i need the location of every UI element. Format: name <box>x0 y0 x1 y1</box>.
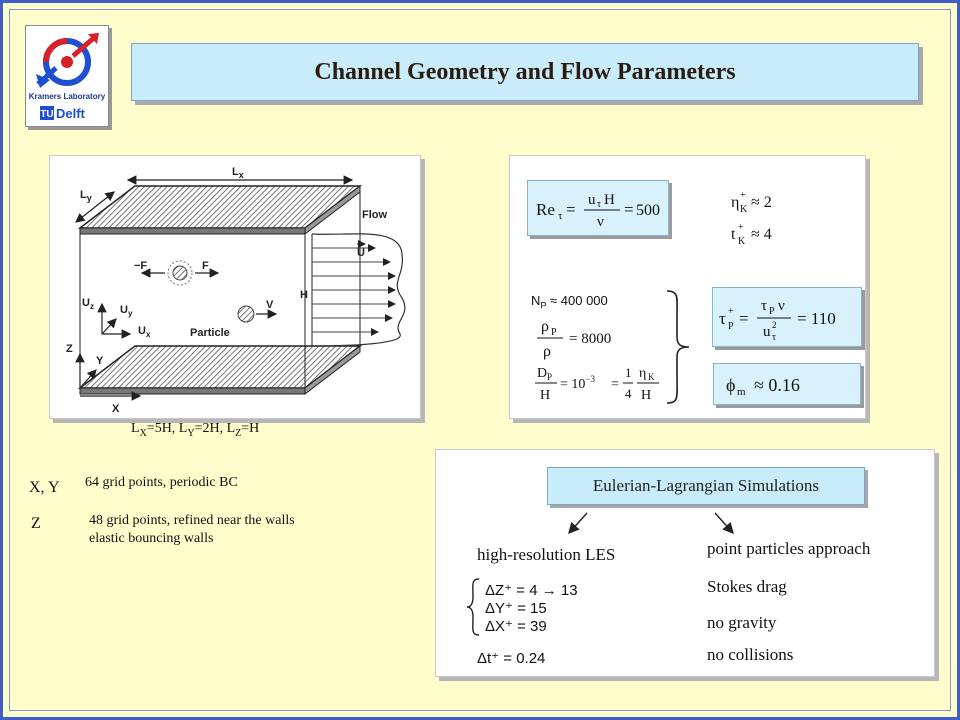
svg-text:K: K <box>648 372 655 382</box>
logo-tu-text: TU <box>40 109 53 120</box>
uz-label: Uz <box>82 297 94 311</box>
lx-label: Lx <box>232 166 244 180</box>
kolmogorov-scales: η + K ≈ 2 t + K ≈ 4 <box>727 183 807 247</box>
particle-label: Particle <box>190 327 230 339</box>
dimensions-text: LX=5H, LY=2H, LZ=H <box>131 421 260 439</box>
channel-diagram-panel: Lx Ly Flow U H −F F <box>49 155 421 419</box>
y-axis-label: Y <box>96 355 104 367</box>
svg-text:τ: τ <box>597 199 601 210</box>
z-symbol: Z <box>31 515 41 532</box>
svg-text:τ: τ <box>772 332 776 343</box>
u-label: U <box>357 247 365 259</box>
svg-text:=: = <box>611 377 619 392</box>
diameter-ratio-value: = 10−3 <box>560 374 595 392</box>
h-label: H <box>300 289 308 301</box>
sim-item-no-gravity: no gravity <box>707 613 777 632</box>
z-grid-line2: elastic bouncing walls <box>89 531 214 546</box>
xy-grid-text: 64 grid points, periodic BC <box>85 475 238 490</box>
re-tau-equation: Re τ = u τ H ν = 500 <box>527 180 669 236</box>
svg-text:=: = <box>566 200 576 219</box>
kramers-logo-icon: Kramers Laboratory TU Delft <box>29 33 106 121</box>
dx-resolution: ΔX⁺ = 39 <box>485 618 547 635</box>
svg-text:1: 1 <box>625 365 632 380</box>
svg-text:K: K <box>740 204 748 215</box>
phi-m-value: ≈ 0.16 <box>754 375 800 395</box>
force-particle <box>167 260 193 286</box>
dy-resolution: ΔY⁺ = 15 <box>485 600 547 617</box>
svg-text:D: D <box>537 366 547 381</box>
sim-item-no-collisions: no collisions <box>707 645 794 664</box>
les-label: high-resolution LES <box>477 545 616 564</box>
logo: Kramers Laboratory TU Delft <box>25 25 109 127</box>
force-label: F <box>202 260 209 272</box>
svg-text:=: = <box>739 309 749 328</box>
svg-text:η: η <box>639 366 646 381</box>
svg-text:ν: ν <box>597 214 604 230</box>
sim-item-stokes-drag: Stokes drag <box>707 577 787 596</box>
particle-count: NP ≈ 400 000 <box>531 293 608 311</box>
t-k-value: ≈ 4 <box>751 226 772 243</box>
svg-text:K: K <box>738 236 746 247</box>
dz-resolution: ΔZ⁺ = 4 → 13 <box>485 582 578 599</box>
svg-text:P: P <box>769 306 775 317</box>
dt-resolution: Δt⁺ = 0.24 <box>477 650 546 667</box>
neg-force-label: −F <box>134 260 147 272</box>
xy-symbol: X, Y <box>29 479 60 496</box>
diameter-ratio: D P H = 10−3 = 1 4 η K H <box>529 361 669 407</box>
x-axis-label: X <box>112 403 120 415</box>
z-grid-line1: 48 grid points, refined near the walls <box>89 513 295 528</box>
svg-text:=: = <box>624 200 634 219</box>
svg-text:u: u <box>588 192 596 208</box>
svg-text:ρ: ρ <box>541 318 549 335</box>
z-axis-label: Z <box>66 343 73 355</box>
svg-text:τ: τ <box>558 210 563 222</box>
v-label: V <box>266 299 274 311</box>
svg-text:2: 2 <box>772 320 777 330</box>
channel-diagram: Lx Ly Flow U H −F F <box>66 166 406 415</box>
svg-text:ν: ν <box>778 298 785 314</box>
svg-text:τ: τ <box>719 309 726 328</box>
svg-text:4: 4 <box>625 386 632 401</box>
svg-text:P: P <box>547 372 552 382</box>
svg-text:u: u <box>763 324 771 340</box>
logo-delft-text: Delft <box>56 106 86 121</box>
les-resolution-brace <box>466 578 480 636</box>
slide-inner-border <box>9 9 951 711</box>
density-ratio-value: = 8000 <box>569 331 611 347</box>
ux-label: Ux <box>138 325 151 339</box>
eta-k-value: ≈ 2 <box>751 194 772 211</box>
tau-p-equation: τ + P = τ P ν u 2 τ = 110 <box>712 287 862 347</box>
density-ratio: ρ P ρ = 8000 <box>529 313 649 363</box>
branch-arrows <box>568 512 734 535</box>
page-title: Channel Geometry and Flow Parameters <box>131 43 919 101</box>
tau-p-value: = 110 <box>797 309 836 328</box>
particle <box>237 305 255 323</box>
ly-label: Ly <box>80 189 92 203</box>
flow-label: Flow <box>362 209 387 221</box>
svg-text:H: H <box>540 388 550 403</box>
svg-text:ρ: ρ <box>543 343 551 360</box>
curly-brace <box>666 290 690 404</box>
svg-text:+: + <box>740 190 746 201</box>
svg-text:ϕ: ϕ <box>726 375 735 395</box>
svg-text:H: H <box>604 192 615 208</box>
re-tau-value: 500 <box>636 202 660 219</box>
sim-item-point-particles: point particles approach <box>707 539 871 558</box>
svg-text:η: η <box>731 194 739 211</box>
svg-text:+: + <box>728 306 734 317</box>
svg-text:Re: Re <box>536 200 555 219</box>
phi-m-equation: ϕ m ≈ 0.16 <box>713 363 861 405</box>
velocity-profile <box>311 233 406 347</box>
logo-lab-text: Kramers Laboratory <box>29 92 106 101</box>
svg-text:t: t <box>731 226 736 243</box>
svg-text:τ: τ <box>761 298 767 314</box>
svg-text:P: P <box>551 327 557 338</box>
svg-text:+: + <box>738 222 744 233</box>
simulations-header: Eulerian-Lagrangian Simulations <box>547 467 865 505</box>
svg-text:P: P <box>728 321 734 332</box>
svg-text:m: m <box>737 386 746 398</box>
uy-label: Uy <box>120 304 133 318</box>
svg-text:H: H <box>641 388 651 403</box>
